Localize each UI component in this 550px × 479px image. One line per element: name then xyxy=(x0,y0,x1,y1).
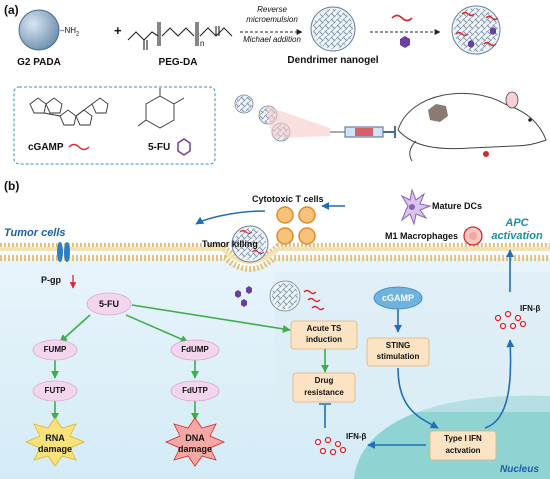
tumor-killing-label: Tumor killing xyxy=(202,239,258,249)
mature-dcs-label: Mature DCs xyxy=(432,201,483,211)
fdump-node-bg xyxy=(170,339,220,361)
arrow-fu-to-ts xyxy=(131,304,291,333)
panel-a-label: (a) xyxy=(4,3,19,17)
ifn-beta-dots-left xyxy=(314,436,347,456)
cgamp-node: cGAMP xyxy=(381,293,415,303)
peg-da-structure xyxy=(127,22,233,50)
reaction-condition-1: Reverse xyxy=(257,5,287,14)
nanogel-at-membrane xyxy=(231,225,269,263)
ts-box xyxy=(290,320,358,350)
released-payload xyxy=(235,280,325,312)
drug-label-2: resistance xyxy=(304,388,344,397)
nanogel-label: Dendrimer nanogel xyxy=(287,55,379,66)
g2-pada-sphere xyxy=(18,9,60,51)
g2-pada-label: G2 PADA xyxy=(17,57,61,68)
cgamp-legend-label: cGAMP xyxy=(28,142,64,153)
fu-node: 5-FU xyxy=(99,299,119,309)
pgp-label: P-gp xyxy=(41,275,61,285)
cgamp-node-bg xyxy=(373,286,423,310)
reaction-condition-3: Michael addition xyxy=(243,35,301,44)
ts-label-1: Acute TS xyxy=(306,324,342,333)
arrow-sting-to-ifn xyxy=(397,367,439,429)
loaded-nanogel xyxy=(451,5,501,55)
fu-structure xyxy=(137,88,185,129)
fdump-node: FdUMP xyxy=(181,345,209,354)
ifnb-right-label: IFN-β xyxy=(520,304,541,313)
fu-node-bg xyxy=(86,292,132,316)
ifnb-left-label: IFN-β xyxy=(346,432,367,441)
sting-label-1: STING xyxy=(385,341,411,350)
rna-burst xyxy=(24,417,86,467)
arrow-ifn-to-right xyxy=(484,339,515,429)
m1-label: M1 Macrophages xyxy=(385,231,459,241)
drug-box xyxy=(292,372,356,403)
nucleus-label: Nucleus xyxy=(500,464,539,475)
ifn-beta-dots-right xyxy=(494,310,527,330)
pgp-channel xyxy=(57,242,70,262)
nh2-text: –NH xyxy=(60,26,77,35)
arrow-fu-to-fdump xyxy=(125,314,189,343)
apc-label-1: APC xyxy=(505,217,529,229)
fu-hexagon-top xyxy=(400,36,410,48)
cytotoxic-t-label: Cytotoxic T cells xyxy=(252,194,324,204)
cgamp-glyph-top xyxy=(391,14,413,22)
nh2-label: –NH2 xyxy=(60,27,79,38)
sting-box xyxy=(366,337,430,367)
sting-label-2: stimulation xyxy=(376,352,420,361)
fump-node-bg xyxy=(32,339,78,361)
plus-sign: + xyxy=(114,23,122,38)
dendritic-cell xyxy=(400,188,432,226)
ifn-label-2: actvation xyxy=(445,446,481,455)
futp-node: FUTP xyxy=(44,386,66,395)
fdutp-node-bg xyxy=(170,380,220,402)
syringe xyxy=(330,126,396,138)
ts-label-2: induction xyxy=(306,335,342,344)
arrow-fu-to-fump xyxy=(59,314,91,343)
apc-label-2: activation xyxy=(491,230,543,242)
fu-hexagon-legend xyxy=(177,138,191,156)
futp-node-bg xyxy=(32,380,78,402)
fdutp-node: FdUTP xyxy=(182,386,208,395)
fu-legend-label: 5-FU xyxy=(148,142,171,153)
inhibit-ifn-to-drug xyxy=(319,403,331,428)
dendrimer-nanogel xyxy=(310,6,356,52)
dna-label-1: DNA xyxy=(185,433,205,443)
dna-label-2: damage xyxy=(177,444,213,454)
mouse xyxy=(397,91,547,162)
ifn-label-1: Type I IFN xyxy=(444,434,482,443)
panel-b-label: (b) xyxy=(4,179,20,193)
n-subscript: n xyxy=(200,39,205,48)
tumor-cells-label: Tumor cells xyxy=(4,227,66,239)
panel-b xyxy=(0,188,550,479)
drug-structure-box xyxy=(13,86,216,165)
ifn-box xyxy=(429,430,497,461)
rna-label-2: damage xyxy=(37,444,73,454)
cgamp-glyph-legend xyxy=(68,143,90,151)
panel-a xyxy=(13,5,547,165)
macrophage xyxy=(463,226,483,246)
arrow-t-to-tumor xyxy=(195,210,266,225)
dna-burst xyxy=(164,417,226,467)
drug-label-1: Drug xyxy=(314,376,334,385)
peg-da-label: PEG-DA xyxy=(158,57,198,68)
injection-beam xyxy=(266,106,330,138)
reaction-condition-2: microemulsion xyxy=(246,15,298,24)
fump-node: FUMP xyxy=(43,345,67,354)
cgamp-structure xyxy=(29,97,109,126)
rna-label-1: RNA xyxy=(45,433,65,443)
t-cells xyxy=(276,206,316,245)
nh2-subscript: 2 xyxy=(76,31,80,38)
